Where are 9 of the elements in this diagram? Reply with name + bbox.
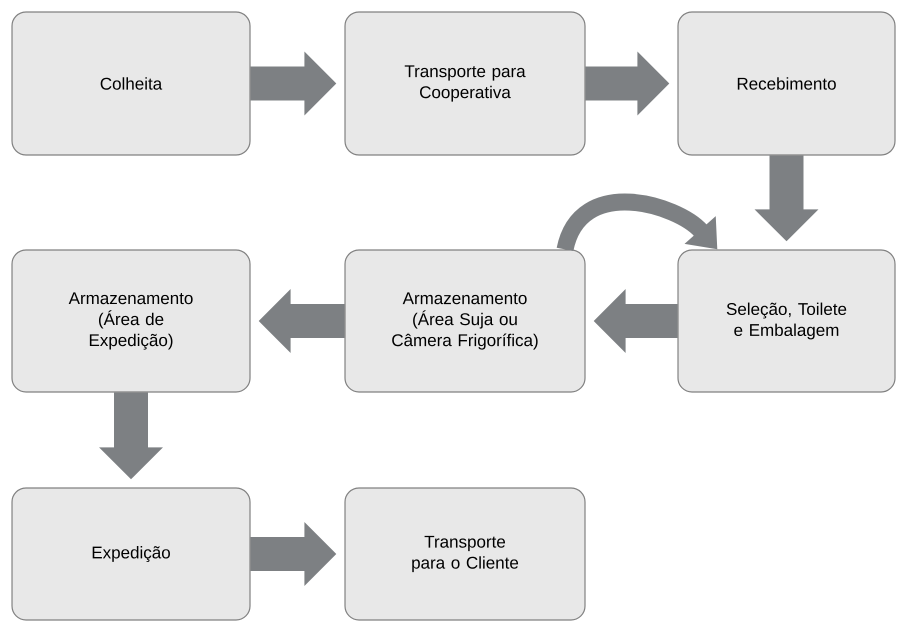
curved-arrow [556, 194, 718, 252]
process-box: Expedição [11, 487, 251, 621]
process-box: Recebimento [677, 11, 896, 156]
process-box: Colheita [11, 11, 251, 156]
process-box: Seleção, Toilete e Embalagem [677, 249, 896, 393]
process-box: Transporte para Cooperativa [344, 11, 586, 156]
process-box: Armazenamento (Área Suja ou Câmera Frigorífica) [344, 249, 586, 393]
process-box: Transporte para o Cliente [344, 487, 586, 621]
process-box: Armazenamento (Área de Expedição) [11, 249, 251, 393]
